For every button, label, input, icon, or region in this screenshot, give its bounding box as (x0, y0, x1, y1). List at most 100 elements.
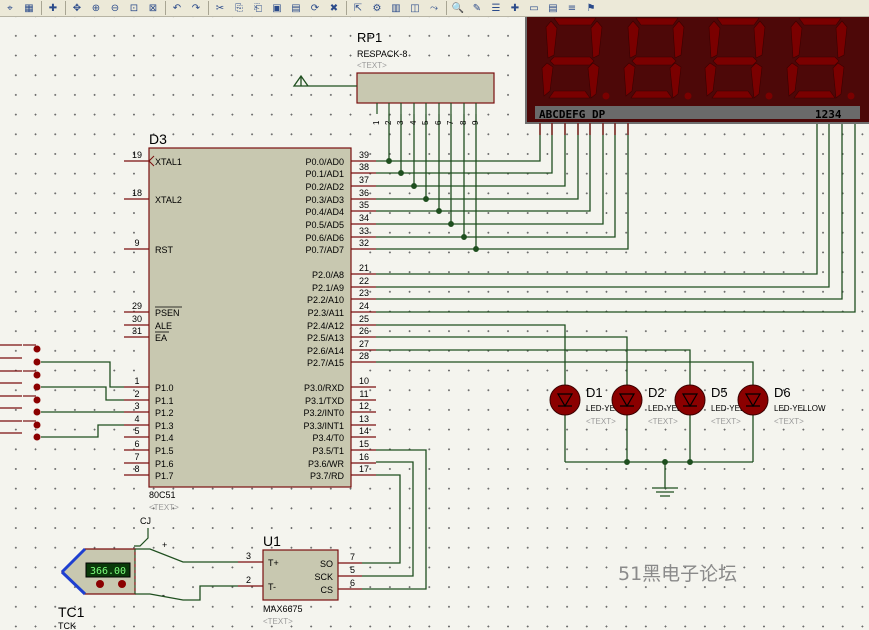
wire (376, 123, 541, 162)
led-group[interactable]: D1LED-YELLOW<TEXT>D2LED-YELLOW<TEXT>D5LE… (549, 384, 826, 426)
design-explorer-icon[interactable]: ☰ (491, 3, 501, 14)
bom-icon[interactable]: ▤ (548, 3, 558, 14)
netlist-icon[interactable]: ≡ (567, 3, 577, 14)
mcu-body[interactable] (148, 147, 352, 488)
resistor-pack-pin-number: 4 (409, 120, 418, 125)
display-segment (712, 56, 758, 66)
led-body[interactable] (611, 384, 643, 416)
remove-sheet-icon[interactable]: ▭ (529, 3, 539, 14)
block-copy-icon[interactable]: ▣ (272, 3, 282, 14)
cut-icon[interactable]: ✂ (215, 3, 225, 14)
erc-icon[interactable]: ⚑ (586, 3, 596, 14)
mcu-pin-name: P2.6/A14 (307, 346, 344, 356)
display-segment (631, 56, 677, 66)
switch-contact[interactable] (33, 371, 41, 379)
switch-contact[interactable] (33, 408, 41, 416)
junction-dot (473, 246, 479, 252)
toolbar-separator (65, 1, 66, 15)
zoom-in-icon[interactable]: ⊕ (91, 3, 101, 14)
block-delete-icon[interactable]: ✖ (329, 3, 339, 14)
packaging-icon[interactable]: ▥ (391, 3, 401, 14)
thermocouple-down-button[interactable] (96, 580, 104, 588)
switch-contact[interactable] (33, 358, 41, 366)
switch-contact[interactable] (33, 396, 41, 404)
mcu-pin-number: 2 (134, 389, 139, 399)
mcu-pin-name: P0.0/AD0 (305, 157, 344, 167)
led-body[interactable] (737, 384, 769, 416)
led-body[interactable] (549, 384, 581, 416)
led-body[interactable] (674, 384, 706, 416)
mcu-80c51[interactable]: D3 80C51 <TEXT> 19XTAL118XTAL29RST29PSEN… (124, 131, 376, 512)
max6675-pin-number: 2 (246, 575, 251, 585)
resistor-pack-pin-number: 5 (421, 120, 430, 125)
property-icon[interactable]: ✎ (472, 3, 482, 14)
component-icon[interactable]: ✚ (48, 3, 58, 14)
thermocouple-wires (60, 547, 87, 596)
mcu-pin-number: 31 (132, 326, 142, 336)
display-segment (786, 62, 799, 97)
thermocouple-up-button[interactable] (118, 580, 126, 588)
select-icon[interactable]: ⌖ (7, 3, 13, 14)
wire-autorouter-icon[interactable]: ⤳ (430, 3, 438, 14)
led-value: LED-YELLOW (586, 404, 638, 413)
display-segment (549, 56, 595, 66)
seven-segment-display[interactable]: ABCDEFG DP 1234 (525, 17, 869, 135)
switch-contact[interactable] (33, 433, 41, 441)
search-icon[interactable]: 🔍 (451, 3, 465, 14)
paste-icon[interactable]: ⎗ (254, 3, 262, 14)
mcu-pin-number: 4 (134, 414, 139, 424)
max6675-pin-name: CS (320, 585, 333, 595)
display-segment (587, 62, 600, 99)
mcu-pin-name: P0.6/AD6 (305, 233, 344, 243)
switch-contact[interactable] (33, 421, 41, 429)
resistor-pack-body[interactable] (356, 72, 495, 104)
block-move-icon[interactable]: ▤ (291, 3, 301, 14)
switch-group[interactable] (0, 344, 41, 441)
display-segment (794, 56, 840, 66)
pan-icon[interactable]: ✥ (72, 3, 82, 14)
block-rotate-icon[interactable]: ⟳ (310, 3, 320, 14)
display-segment (716, 17, 760, 26)
new-sheet-icon[interactable]: ✚ (510, 3, 520, 14)
thermocouple-tc1[interactable]: 366.00 TC1 TCK CJ + - (58, 516, 167, 630)
switch-contact[interactable] (33, 383, 41, 391)
mcu-pin-number: 7 (134, 452, 139, 462)
grid-icon[interactable]: ▦ (24, 3, 34, 14)
mcu-pin-number: 21 (359, 263, 369, 273)
zoom-out-icon[interactable]: ⊖ (110, 3, 120, 14)
pick-icon[interactable]: ⇱ (353, 3, 363, 14)
resistor-pack-pin-number: 6 (434, 120, 443, 125)
power-terminal-icon[interactable] (292, 74, 357, 87)
mcu-pin-name: P3.4/T0 (312, 433, 344, 443)
mcu-right-pins: P0.0/AD039P0.1/AD138P0.2/AD237P0.3/AD336… (303, 150, 376, 481)
decompose-icon[interactable]: ◫ (410, 3, 420, 14)
copy-icon[interactable]: ⎘ (235, 3, 243, 14)
switch-contact[interactable] (33, 345, 41, 353)
zoom-all-icon[interactable]: ⊡ (129, 3, 139, 14)
make-device-icon[interactable]: ⚙ (372, 3, 382, 14)
led-ref: D1 (586, 385, 603, 400)
mcu-pin-name: P3.5/T1 (312, 446, 344, 456)
mcu-pin-name: P0.1/AD1 (305, 169, 344, 179)
mcu-pin-name: PSEN (155, 308, 180, 318)
led-ref: D6 (774, 385, 791, 400)
resistor-pack-pin-number: 1 (372, 120, 381, 125)
junction-dot (624, 459, 630, 465)
max6675-text: <TEXT> (263, 617, 293, 626)
display-body[interactable] (525, 17, 869, 124)
mcu-pin-number: 22 (359, 276, 369, 286)
redo-icon[interactable]: ↷ (191, 3, 201, 14)
wire (376, 123, 830, 288)
thermocouple-value: TCK (58, 621, 76, 630)
display-digits-label: 1234 (815, 108, 842, 121)
max6675-body[interactable] (262, 549, 339, 601)
zoom-area-icon[interactable]: ⊠ (148, 3, 158, 14)
display-segment (704, 62, 717, 97)
undo-icon[interactable]: ↶ (172, 3, 182, 14)
wire (135, 548, 238, 563)
watermark: 51黑电子论坛 (618, 563, 737, 585)
